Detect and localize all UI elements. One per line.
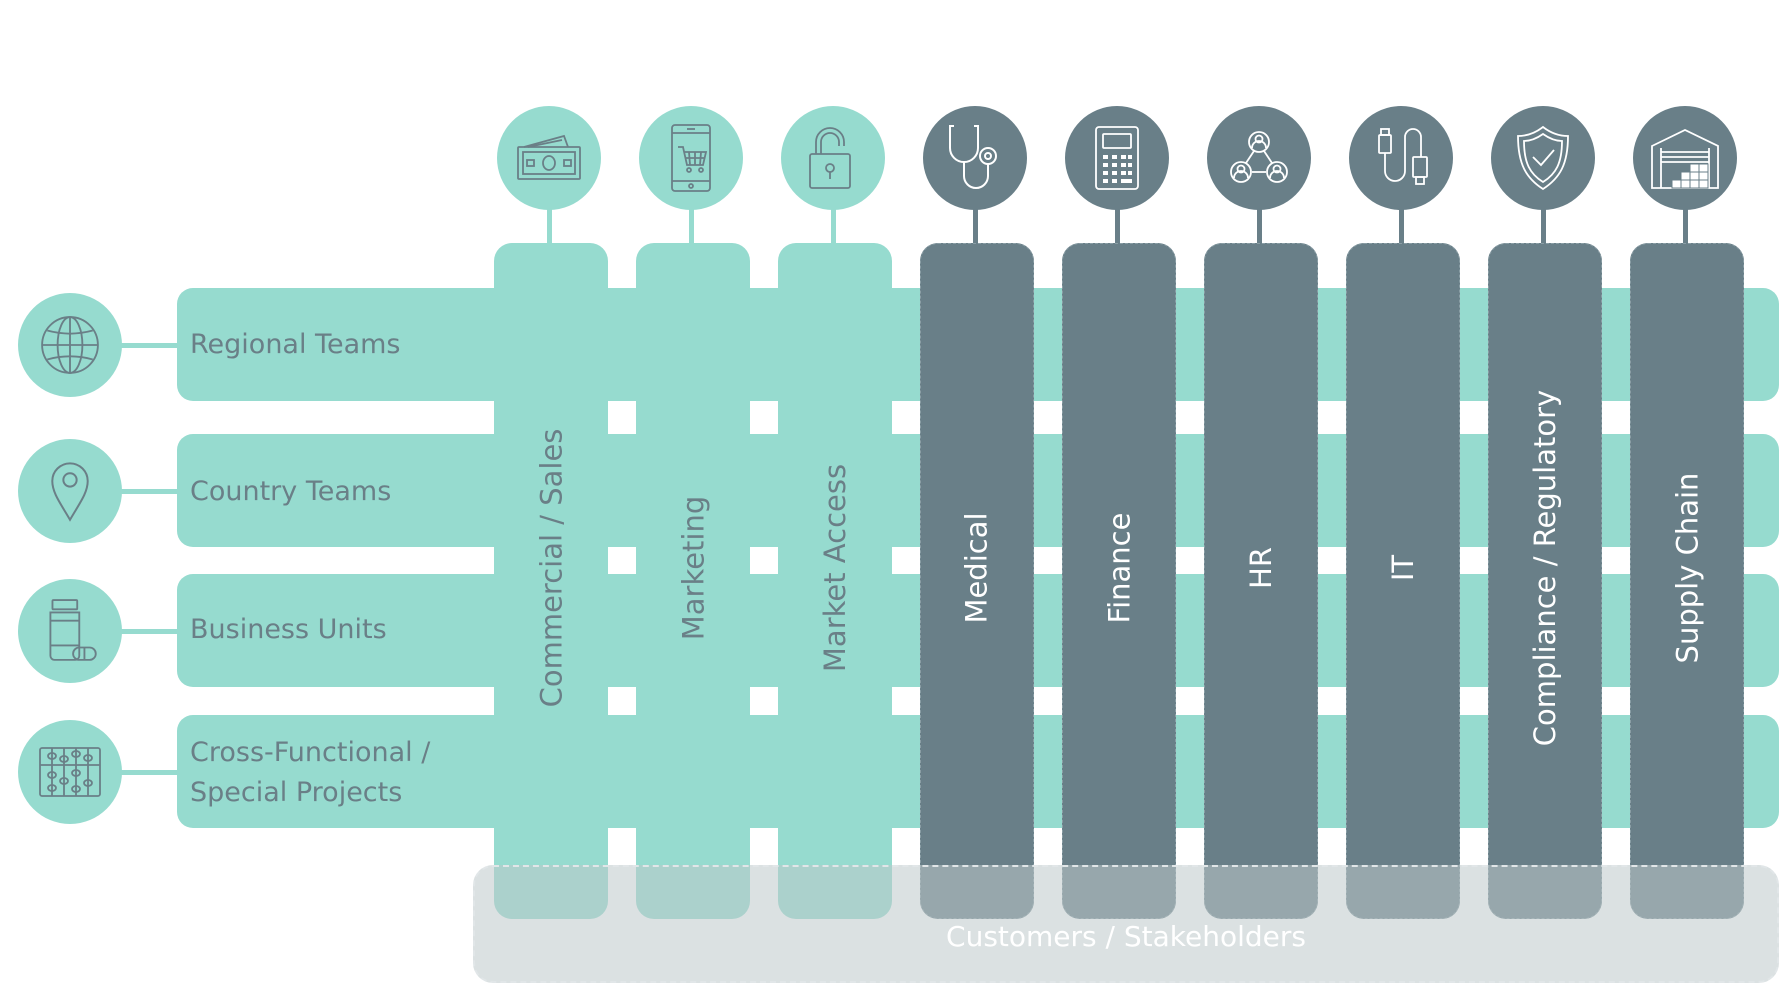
column-marketing xyxy=(636,243,750,919)
row-label-business-units: Business Units xyxy=(190,614,387,645)
medicine-bottle-icon xyxy=(18,579,122,683)
col-connector xyxy=(1683,208,1688,245)
column-it xyxy=(1346,243,1460,919)
row-connector xyxy=(118,343,180,348)
column-compliance-regulatory xyxy=(1488,243,1602,919)
column-label: HR xyxy=(1244,547,1278,589)
col-connector xyxy=(547,208,552,245)
column-label: Compliance / Regulatory xyxy=(1528,389,1563,747)
people-network-icon xyxy=(1207,106,1311,210)
money-icon xyxy=(497,106,601,210)
column-medical xyxy=(920,243,1034,919)
customers-stakeholders-band xyxy=(473,865,1779,983)
column-label: Market Access xyxy=(818,463,852,673)
globe-icon xyxy=(18,293,122,397)
column-label: Supply Chain xyxy=(1670,472,1705,664)
row-label-country-teams: Country Teams xyxy=(190,476,392,507)
row-connector xyxy=(118,629,180,634)
col-connector xyxy=(1257,208,1262,245)
col-connector xyxy=(1399,208,1404,245)
column-hr xyxy=(1204,243,1318,919)
shield-check-icon xyxy=(1491,106,1595,210)
column-label: Medical xyxy=(959,512,994,624)
usb-cable-icon xyxy=(1349,106,1453,210)
stethoscope-icon xyxy=(923,106,1027,210)
col-connector xyxy=(1115,208,1120,245)
warehouse-icon xyxy=(1633,106,1737,210)
col-connector xyxy=(689,208,694,245)
column-label: IT xyxy=(1386,554,1420,582)
map-pin-icon xyxy=(18,439,122,543)
mobile-cart-icon xyxy=(639,106,743,210)
col-connector xyxy=(831,208,836,245)
customers-stakeholders-label: Customers / Stakeholders xyxy=(946,920,1306,953)
column-finance xyxy=(1062,243,1176,919)
column-supply-chain xyxy=(1630,243,1744,919)
column-market-access xyxy=(778,243,892,919)
row-label-regional-teams: Regional Teams xyxy=(190,329,401,360)
column-label: Commercial / Sales xyxy=(534,428,568,708)
unlocked-padlock-icon xyxy=(781,106,885,210)
column-label: Finance xyxy=(1101,512,1136,624)
col-connector xyxy=(1541,208,1546,245)
column-label: Marketing xyxy=(676,495,711,641)
calculator-icon xyxy=(1065,106,1169,210)
abacus-icon xyxy=(18,720,122,824)
row-connector xyxy=(118,489,180,494)
column-commercial-sales xyxy=(494,243,608,919)
row-label-cross-functional: Cross-Functional / Special Projects xyxy=(190,737,431,808)
col-connector xyxy=(973,208,978,245)
row-connector xyxy=(118,770,180,775)
